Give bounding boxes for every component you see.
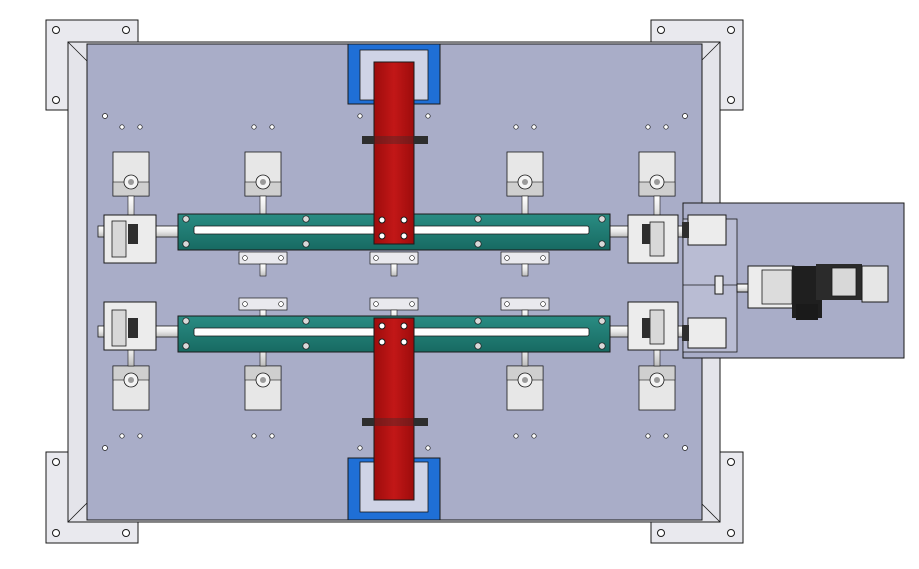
plate-hole xyxy=(119,433,125,439)
bolt xyxy=(182,317,190,325)
guide-bracket xyxy=(238,251,288,277)
slider-stops xyxy=(362,136,428,426)
clamp-unit xyxy=(112,151,150,223)
clamp-unit xyxy=(244,151,282,223)
clamp-unit xyxy=(506,151,544,223)
bolt xyxy=(474,215,482,223)
bolt xyxy=(302,342,310,350)
plate-hole xyxy=(251,124,257,130)
right-end-block-upper xyxy=(627,214,679,264)
plate-hole xyxy=(531,124,537,130)
bolt xyxy=(598,317,606,325)
bolt xyxy=(598,240,606,248)
bolt xyxy=(302,317,310,325)
clamp-unit xyxy=(638,339,676,411)
plate-hole xyxy=(357,113,363,119)
bolt xyxy=(182,240,190,248)
actuator-module xyxy=(682,202,905,359)
plate-hole xyxy=(269,124,275,130)
plate-hole xyxy=(645,124,651,130)
plate-hole xyxy=(137,124,143,130)
guide-bracket xyxy=(500,297,550,323)
plate-hole xyxy=(137,433,143,439)
bolt xyxy=(474,240,482,248)
red-slider-top xyxy=(373,61,415,245)
bolt xyxy=(474,317,482,325)
bolt xyxy=(182,342,190,350)
clamp-unit xyxy=(244,339,282,411)
mounting-holes xyxy=(102,113,688,451)
guide-bracket xyxy=(369,251,419,277)
clamp-unit xyxy=(638,151,676,223)
plate-hole xyxy=(513,433,519,439)
plate-hole xyxy=(102,113,108,119)
plate-hole xyxy=(663,124,669,130)
clamp-units xyxy=(112,151,676,411)
plate-hole xyxy=(682,445,688,451)
plate-hole xyxy=(357,445,363,451)
clamp-unit xyxy=(112,339,150,411)
plate-hole xyxy=(663,433,669,439)
plate-hole xyxy=(531,433,537,439)
bolt xyxy=(474,342,482,350)
plate-hole xyxy=(425,113,431,119)
guide-bracket xyxy=(500,251,550,277)
bolt xyxy=(302,215,310,223)
plate-hole xyxy=(425,445,431,451)
plate-hole xyxy=(119,124,125,130)
bolt xyxy=(302,240,310,248)
bolt xyxy=(598,342,606,350)
plate-hole xyxy=(102,445,108,451)
left-end-block-upper xyxy=(103,214,157,264)
red-slider-bottom xyxy=(373,317,415,501)
bar-bolts xyxy=(182,215,606,350)
plate-hole xyxy=(269,433,275,439)
plate-hole xyxy=(251,433,257,439)
plate-hole xyxy=(682,113,688,119)
guide-bracket xyxy=(238,297,288,323)
plate-hole xyxy=(645,433,651,439)
right-end-block-lower xyxy=(627,301,679,351)
clamp-unit xyxy=(506,339,544,411)
bolt xyxy=(182,215,190,223)
bolt xyxy=(598,215,606,223)
left-end-block-lower xyxy=(103,301,157,351)
plate-hole xyxy=(513,124,519,130)
